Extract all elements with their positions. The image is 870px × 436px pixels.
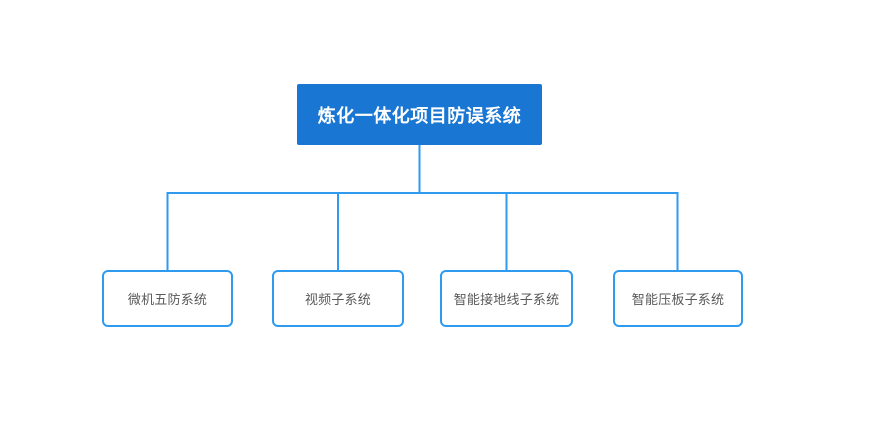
child-node-pressure-plate-subsystem[interactable]: 智能压板子系统 <box>613 270 743 327</box>
root-node[interactable]: 炼化一体化项目防误系统 <box>297 84 542 145</box>
child-node-label: 微机五防系统 <box>127 292 208 307</box>
child-node-label: 智能压板子系统 <box>631 292 725 307</box>
child-node-video-subsystem[interactable]: 视频子系统 <box>272 270 404 327</box>
root-node-label: 炼化一体化项目防误系统 <box>317 105 522 126</box>
child-node-grounding-wire-subsystem[interactable]: 智能接地线子系统 <box>440 270 573 327</box>
child-node-label: 视频子系统 <box>304 292 371 307</box>
child-node-label: 智能接地线子系统 <box>453 292 560 307</box>
child-node-wuji-wufang[interactable]: 微机五防系统 <box>102 270 233 327</box>
